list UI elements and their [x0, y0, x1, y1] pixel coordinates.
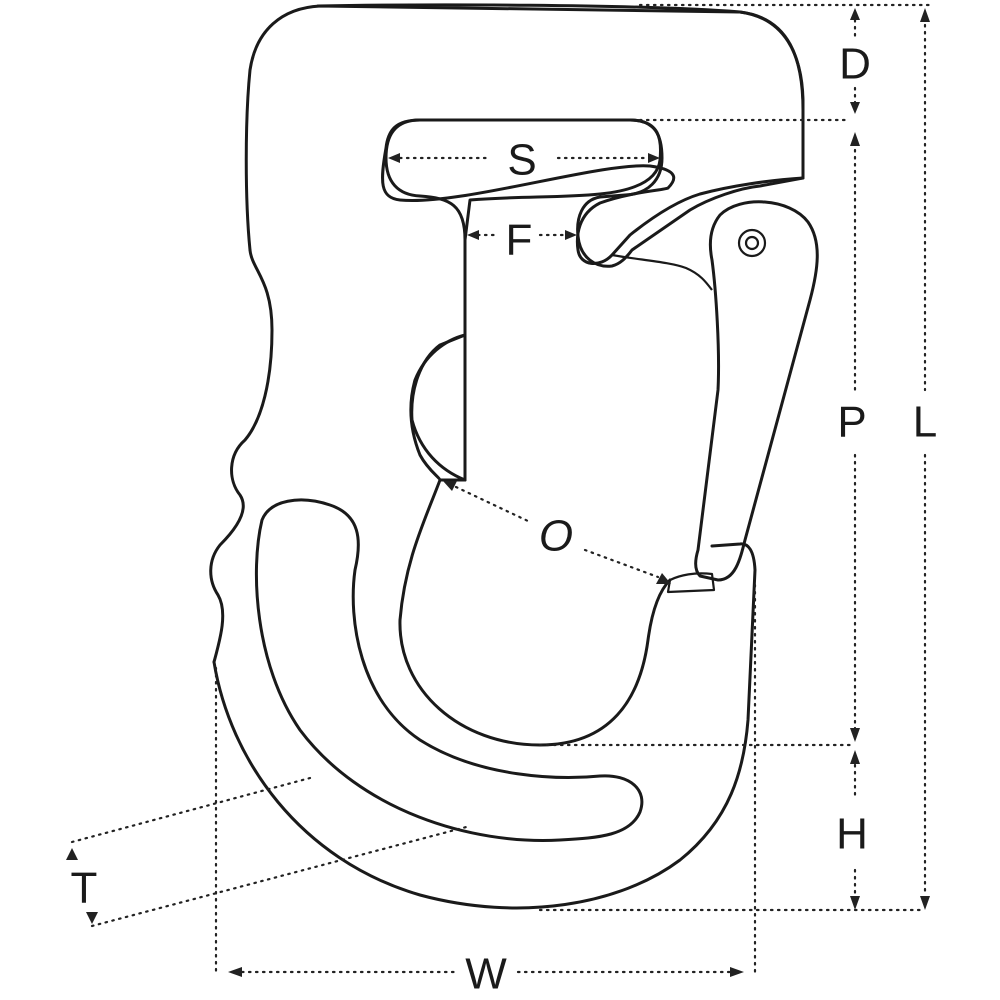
label-W: W: [465, 950, 507, 999]
label-O: O: [539, 512, 573, 561]
grip-contour: [209, 248, 274, 664]
arrow-L-bottom: [920, 896, 930, 910]
label-D: D: [839, 40, 871, 89]
arrow-P-top: [850, 132, 860, 146]
extension-T-lower: [90, 824, 472, 928]
arrow-W-right: [730, 967, 744, 977]
arrow-T-top: [66, 848, 78, 860]
gate-link: [611, 253, 713, 291]
label-S: S: [507, 136, 536, 185]
slot-outline: [418, 118, 805, 268]
rivet-inner-icon: [744, 235, 760, 251]
label-F: F: [506, 216, 533, 265]
hook-throat: [398, 478, 672, 747]
arrow-P-bottom: [850, 728, 860, 742]
arrow-D-top: [850, 8, 860, 20]
arrow-D-bottom: [850, 102, 860, 114]
label-L: L: [913, 398, 937, 447]
arrow-H-bottom: [850, 896, 860, 910]
arrow-W-left: [228, 967, 242, 977]
label-P: P: [837, 398, 866, 447]
arrow-T-bottom: [86, 912, 98, 924]
inner-crescent: [254, 498, 644, 842]
arrow-S-right: [648, 153, 660, 163]
arrow-S-left: [388, 153, 400, 163]
label-T: T: [71, 864, 98, 913]
left-bump: [409, 333, 467, 482]
dim-O-upper: [454, 485, 532, 524]
gate-tip: [666, 572, 716, 594]
arrow-F-left: [467, 230, 479, 240]
gate-lever: [694, 200, 819, 582]
slot-left-outline: [384, 118, 467, 482]
dim-O-lower: [583, 548, 660, 579]
arrow-L-top: [920, 8, 930, 22]
upper-plate-outline: [244, 4, 805, 252]
label-H: H: [836, 810, 868, 859]
hook-outer-curve: [212, 542, 757, 910]
arrow-F-right: [565, 230, 577, 240]
arrow-H-top: [850, 750, 860, 764]
arrow-O-upper: [443, 481, 457, 491]
hook-body-outline: [316, 3, 805, 482]
extension-T-upper: [70, 776, 312, 844]
arrow-O-lower: [656, 573, 671, 584]
rivet-outer-icon: [737, 228, 767, 258]
